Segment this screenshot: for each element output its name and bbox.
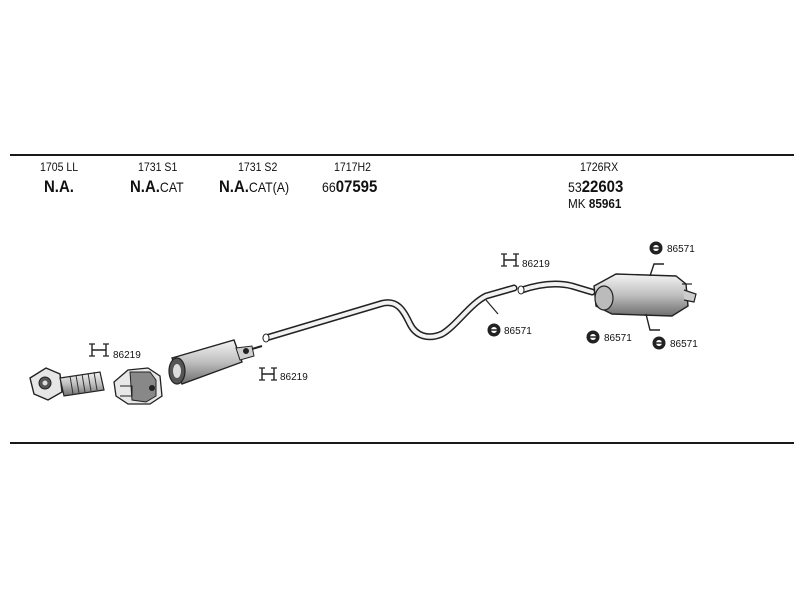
section-extra-5: MK 85961 bbox=[568, 196, 622, 211]
part-number-clamp-front: 86219 bbox=[113, 350, 141, 361]
clamp-front-icon bbox=[89, 343, 109, 357]
section-main-1: N.A. bbox=[44, 177, 74, 196]
hanger-box-left-icon bbox=[586, 330, 600, 344]
section-code-1: 1705 LL bbox=[40, 160, 79, 174]
section-code-5: 1726RX bbox=[580, 160, 619, 174]
part-number-hanger-box-right: 86571 bbox=[670, 339, 698, 350]
section-code-2: 1731 S1 bbox=[138, 160, 178, 174]
rear-pipe bbox=[517, 280, 596, 296]
section-main-4: 6607595 bbox=[322, 177, 378, 196]
part-number-hanger-box-left: 86571 bbox=[604, 333, 632, 344]
section-main-2: N.A.CAT bbox=[130, 177, 184, 196]
part-number-hanger-mid: 86571 bbox=[504, 326, 532, 337]
intermediate-pipe bbox=[262, 284, 518, 343]
flex-pipe bbox=[59, 371, 105, 397]
part-number-clamp-mid: 86219 bbox=[280, 372, 308, 383]
clamp-mid-icon bbox=[259, 367, 277, 381]
part-number-clamp-rear: 86219 bbox=[522, 259, 550, 270]
pre-catalyst bbox=[113, 367, 163, 405]
rear-silencer bbox=[593, 263, 697, 331]
clamp-rear-icon bbox=[501, 253, 519, 267]
manifold-flange bbox=[29, 367, 63, 401]
hanger-mid-icon bbox=[487, 323, 501, 337]
bottom-rule bbox=[10, 442, 794, 444]
part-number-hanger-top-right: 86571 bbox=[667, 244, 695, 255]
main-catalyst bbox=[168, 339, 263, 385]
top-rule bbox=[10, 154, 794, 156]
section-main-3: N.A.CAT(A) bbox=[219, 177, 290, 196]
section-code-4: 1717H2 bbox=[334, 160, 372, 174]
section-main-5: 5322603 bbox=[568, 177, 624, 196]
hanger-top-right-icon bbox=[649, 241, 663, 255]
mid-hanger-bracket bbox=[485, 299, 499, 315]
hanger-box-right-icon bbox=[652, 336, 666, 350]
section-code-3: 1731 S2 bbox=[238, 160, 278, 174]
